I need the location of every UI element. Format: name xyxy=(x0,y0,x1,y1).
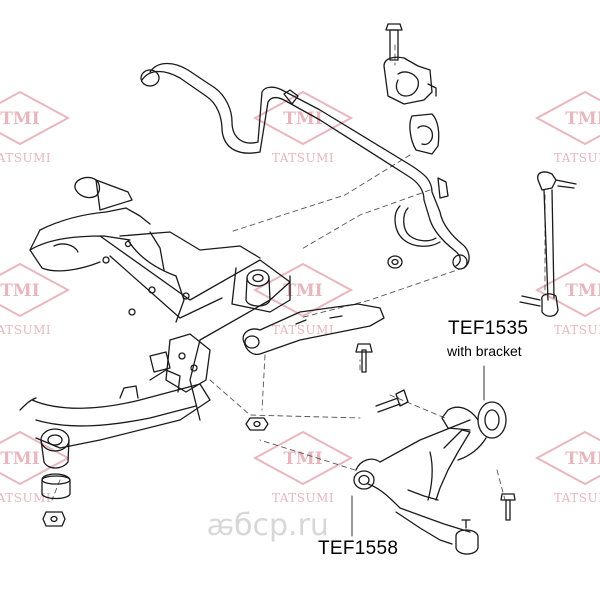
svg-text:TMI: TMI xyxy=(283,449,322,469)
stabilizer-link xyxy=(519,171,577,317)
svg-text:TATSUMI: TATSUMI xyxy=(0,151,51,165)
svg-text:TMI: TMI xyxy=(565,449,600,469)
svg-text:TMI: TMI xyxy=(0,109,39,129)
svg-text:TATSUMI: TATSUMI xyxy=(0,323,51,337)
svg-text:TMI: TMI xyxy=(0,281,39,301)
seller-watermark: ꬱбср.ru xyxy=(207,508,329,543)
tmi-logo-watermark: TMI TATSUMI xyxy=(252,262,354,337)
svg-text:TATSUMI: TATSUMI xyxy=(0,491,51,505)
svg-text:TATSUMI: TATSUMI xyxy=(554,323,600,337)
svg-text:TMI: TMI xyxy=(0,449,39,469)
subframe-mount-bushing xyxy=(231,267,291,313)
tmi-logo-watermark: TMI TATSUMI xyxy=(534,90,600,165)
svg-text:TMI: TMI xyxy=(283,281,322,301)
fasteners xyxy=(41,343,516,527)
lower-control-arm xyxy=(353,401,507,555)
svg-text:TATSUMI: TATSUMI xyxy=(272,491,334,505)
svg-text:TMI: TMI xyxy=(283,109,322,129)
part-number-tef1535: TEF1535 xyxy=(448,318,529,339)
callout-leaders xyxy=(351,365,485,537)
dashed-leaders xyxy=(51,44,546,501)
stabilizer-bar xyxy=(140,62,470,270)
stabilizer-bushing-bracket xyxy=(383,23,440,155)
tmi-logo-watermark: TMI TATSUMI xyxy=(252,430,354,505)
svg-text:TMI: TMI xyxy=(565,281,600,301)
tmi-logo-watermark: TMI TATSUMI xyxy=(0,90,71,165)
svg-text:TATSUMI: TATSUMI xyxy=(554,151,600,165)
svg-text:TATSUMI: TATSUMI xyxy=(554,491,600,505)
tmi-logo-watermark: TMI TATSUMI xyxy=(534,262,600,337)
tmi-logo-watermark: TMI TATSUMI xyxy=(252,90,354,165)
svg-text:TATSUMI: TATSUMI xyxy=(272,151,334,165)
svg-text:TATSUMI: TATSUMI xyxy=(272,323,334,337)
front-subframe xyxy=(19,176,291,469)
tmi-logo-watermark: TMI TATSUMI xyxy=(534,430,600,505)
torque-brace xyxy=(242,303,385,356)
svg-text:TMI: TMI xyxy=(565,109,600,129)
part-number-tef1558: TEF1558 xyxy=(318,538,399,559)
tmi-logo-watermark: TMI TATSUMI xyxy=(0,430,71,505)
part-note-with-bracket: with bracket xyxy=(447,343,522,359)
tmi-logo-watermark: TMI TATSUMI xyxy=(0,262,71,337)
